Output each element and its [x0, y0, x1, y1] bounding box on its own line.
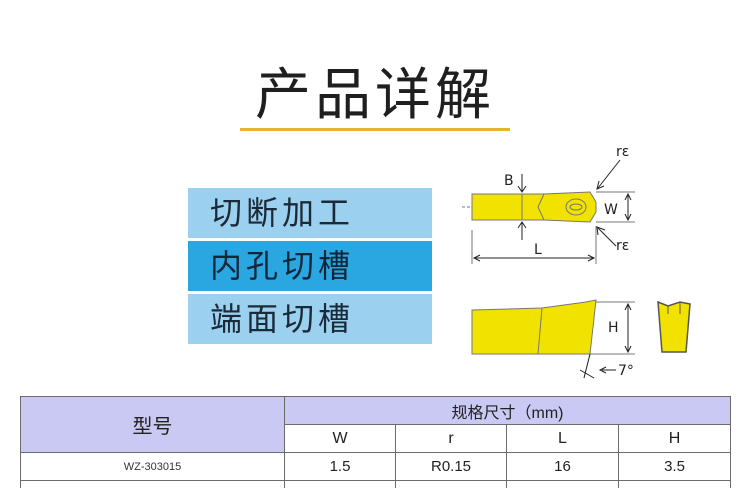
model-header: 型号 — [20, 396, 285, 453]
tool-top-view — [462, 191, 597, 223]
application-item: 切断加工 — [188, 188, 432, 238]
dim-b-label: B — [504, 173, 514, 189]
application-list: 切断加工 内孔切槽 端面切槽 — [188, 188, 432, 344]
w-cell: 1.5 — [284, 452, 396, 481]
h-cell: 3.5 — [618, 452, 731, 481]
spec-group-header: 规格尺寸（mm) — [284, 396, 731, 425]
dim-w-label: W — [604, 202, 618, 218]
dim-h-label: H — [608, 320, 619, 336]
table-row — [20, 480, 731, 488]
page-title: 产品详解 — [255, 63, 495, 128]
dim-l-label: L — [534, 242, 542, 258]
tool-side-view — [471, 299, 597, 355]
title-underline — [240, 128, 510, 131]
empty-cell — [20, 480, 285, 488]
column-header-h: H — [618, 424, 731, 453]
application-item: 内孔切槽 — [188, 241, 432, 291]
empty-cell — [506, 480, 619, 488]
dim-r-top-label: rε — [616, 144, 629, 160]
r-cell: R0.15 — [395, 452, 507, 481]
tool-diagram: B L W rε rε H 7° — [462, 144, 691, 379]
dim-r-bottom-label: rε — [616, 238, 629, 254]
l-cell: 16 — [506, 452, 619, 481]
column-header-w: W — [284, 424, 396, 453]
empty-cell — [284, 480, 396, 488]
model-cell: WZ-303015 — [20, 452, 285, 481]
tool-end-view — [657, 300, 691, 353]
empty-cell — [395, 480, 507, 488]
application-item: 端面切槽 — [188, 294, 432, 344]
spec-table: 型号 规格尺寸（mm) W r L H WZ-303015 1.5 R0.15 … — [20, 396, 731, 488]
angle-label: 7° — [618, 363, 634, 379]
column-header-r: r — [395, 424, 507, 453]
table-row: WZ-303015 1.5 R0.15 16 3.5 — [20, 452, 731, 481]
empty-cell — [618, 480, 731, 488]
column-header-l: L — [506, 424, 619, 453]
